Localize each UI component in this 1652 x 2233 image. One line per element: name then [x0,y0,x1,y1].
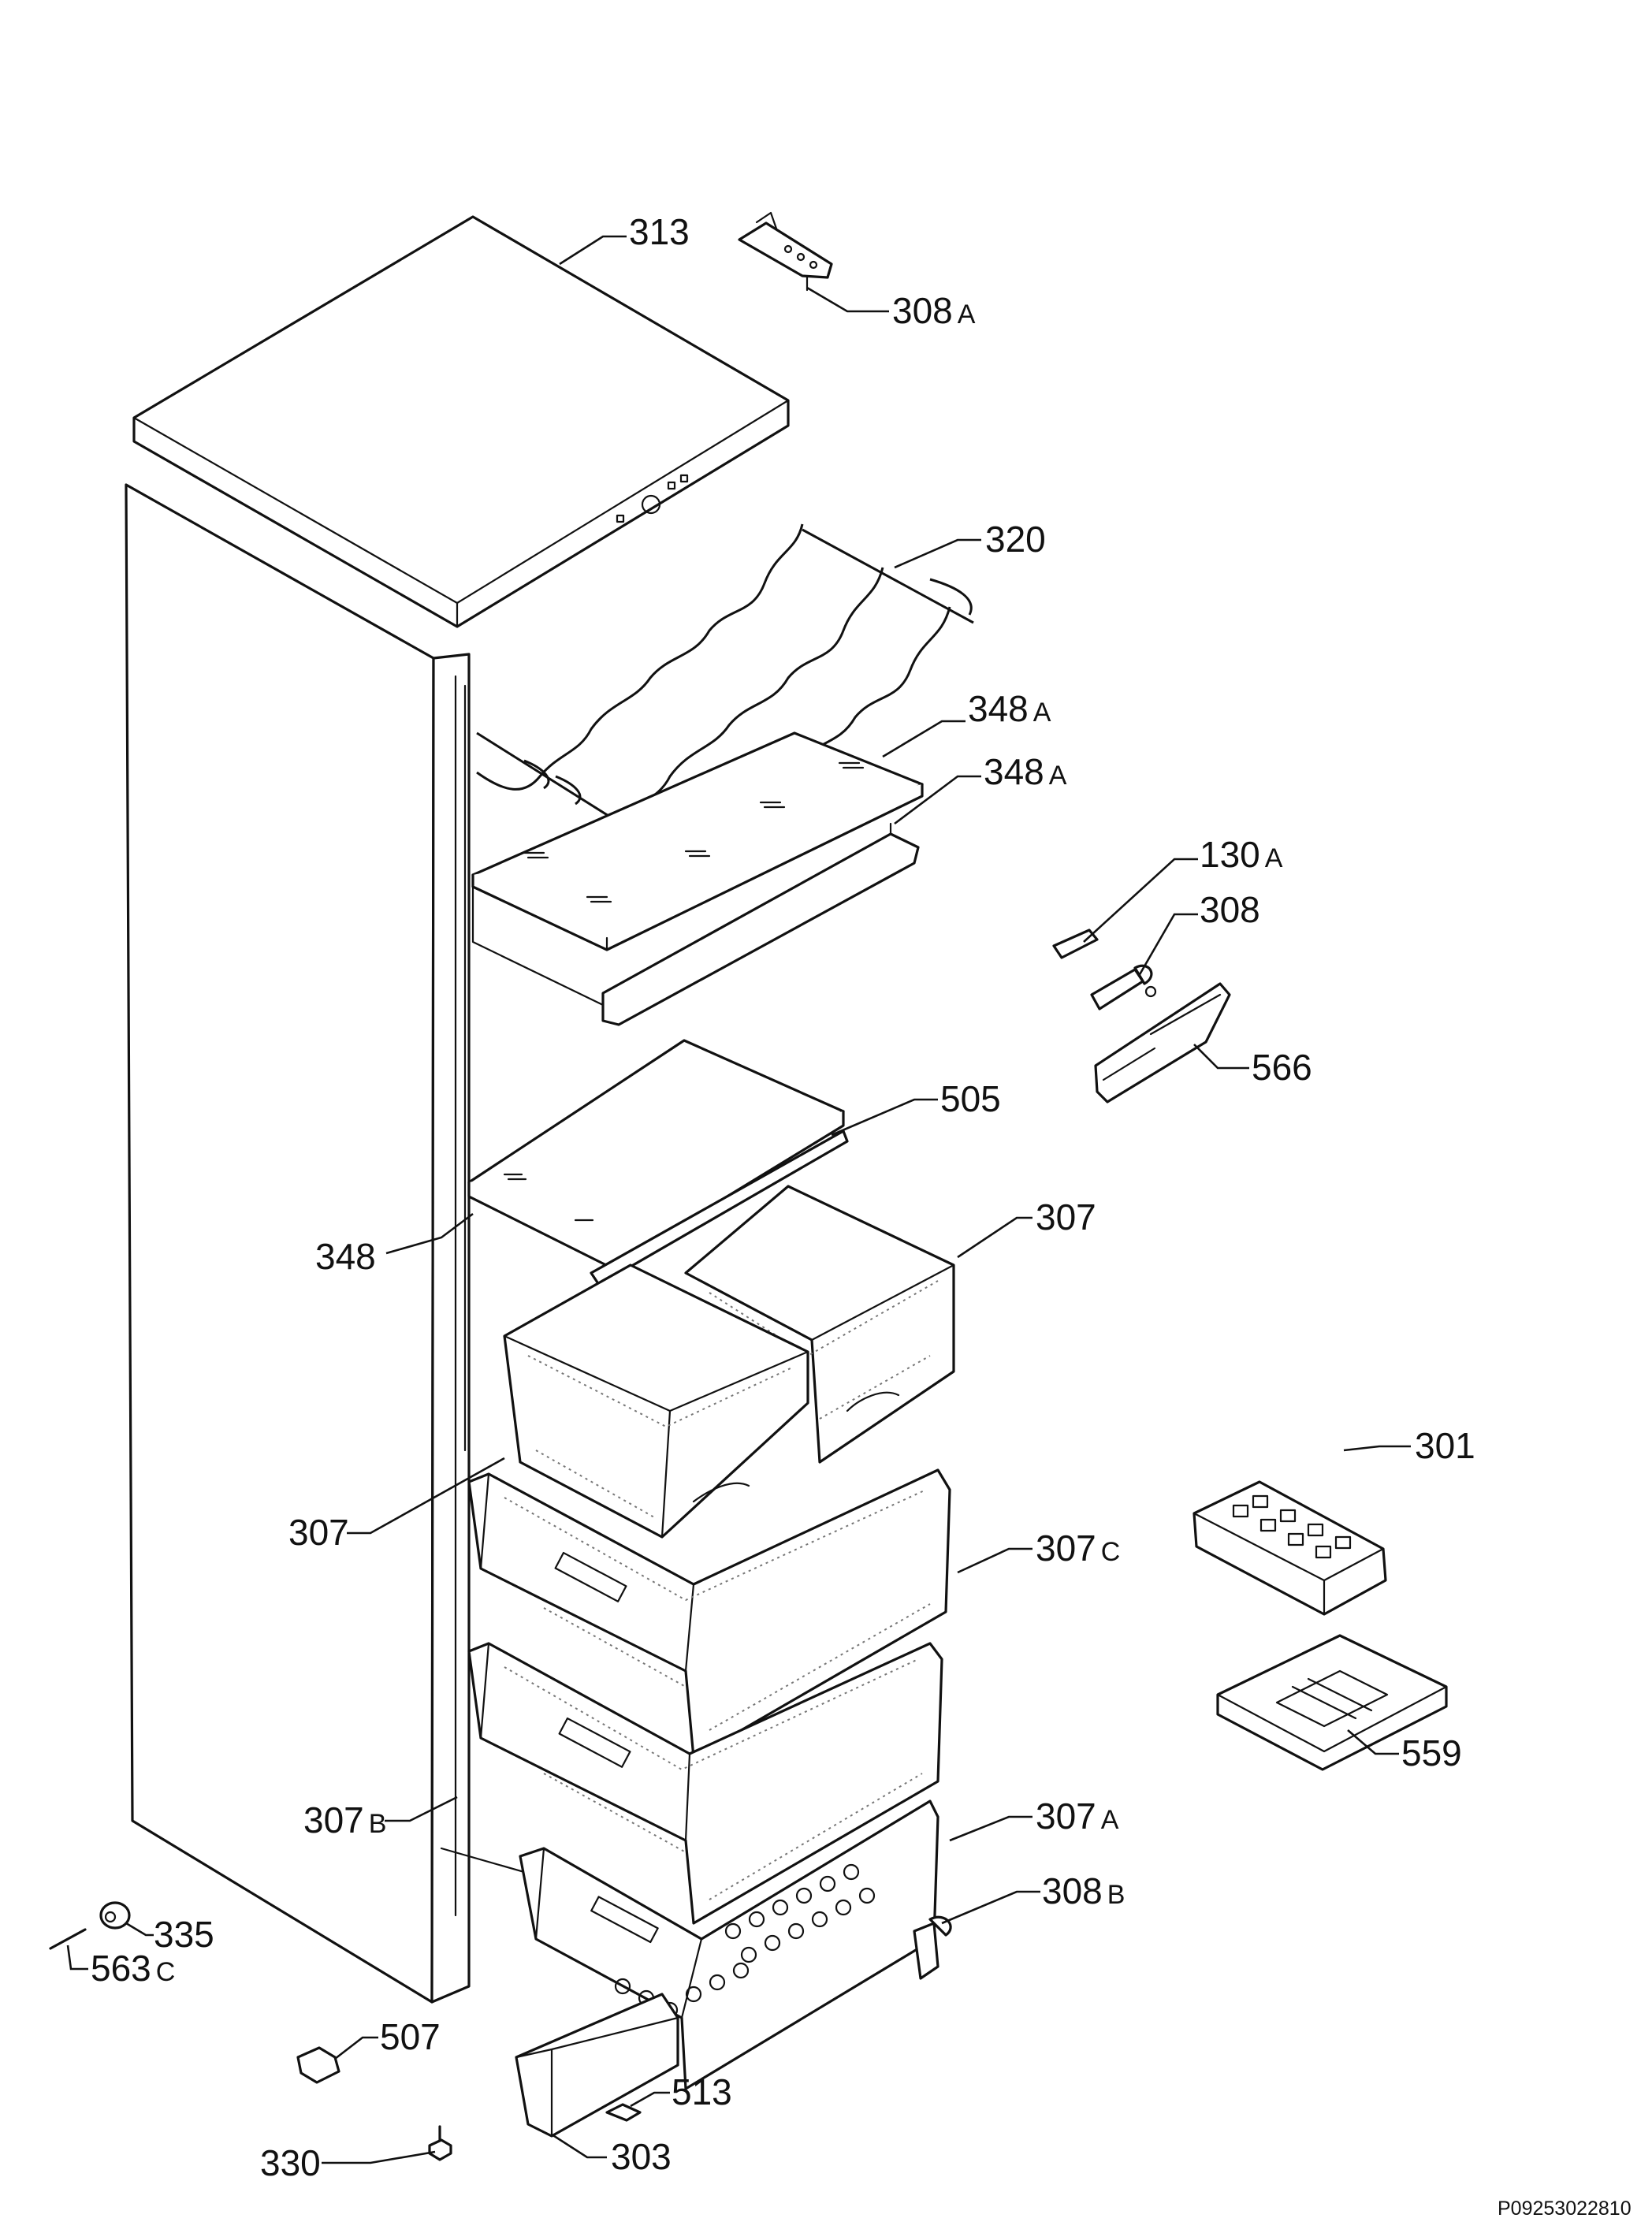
callout-313: 313 [629,211,690,252]
leveling-foot-330 [428,2125,452,2161]
callout-303: 303 [611,2136,672,2177]
callout-348: 348 [315,1236,376,1277]
callout-320: 320 [985,519,1046,560]
bin-307-upper-right [684,1185,955,1464]
shelf-trim-505 [590,1130,849,1286]
cabinet-body [125,483,553,2004]
callout-559: 559 [1401,1732,1462,1773]
drawer-307c [467,1468,951,1759]
cover-clip-513 [605,2103,642,2122]
handle-566 [1094,982,1231,1103]
ice-tray-301 [1192,1480,1387,1616]
callout-307-top: 307 [1036,1197,1096,1237]
callout-566: 566 [1252,1047,1312,1088]
callout-330: 330 [260,2142,321,2183]
kick-plate-303 [515,1993,679,2138]
glass-shelf-348a-lower [471,822,920,1026]
clip-507 [296,2046,340,2084]
hinge-cover-130a [1052,929,1099,959]
leader-lines [66,235,1411,2164]
drawing-code: P09253022810 [1498,2198,1632,2220]
drawer-307a [519,1799,939,2090]
callout-505: 505 [940,1078,1001,1119]
callout-507: 507 [380,2016,441,2057]
callout-308: 308 [1200,889,1260,930]
callout-307-left: 307 [288,1512,349,1553]
callout-301: 301 [1415,1425,1475,1466]
top-cover-313 [132,215,790,628]
callout-335: 335 [154,1914,214,1955]
adjustable-foot-335 [99,1901,131,1930]
ice-tray-lid-559 [1216,1634,1448,1771]
top-hinge-308a [738,211,833,292]
glass-shelf-348a-upper [471,731,924,951]
drawer-307b [467,1642,943,1925]
bin-307-upper-left [503,1264,809,1539]
pin-563c [49,1928,87,1950]
callout-513: 513 [672,2071,732,2112]
middle-hinge-308 [1090,964,1157,1010]
lower-hinge-308b [913,1915,952,1980]
